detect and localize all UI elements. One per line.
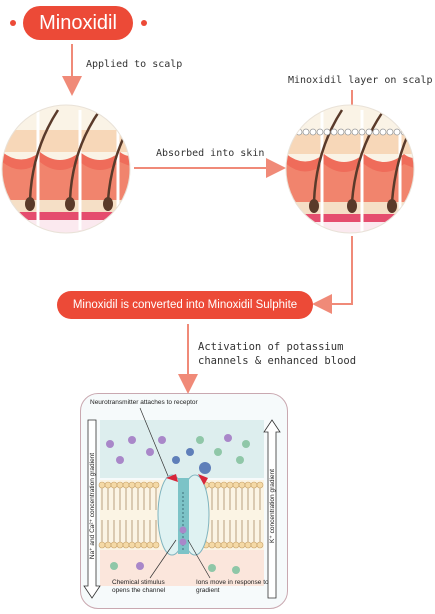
step-applied-label: Applied to scalp [86,59,183,70]
step-layer-label: Minoxidil layer on scalp [288,75,433,86]
conversion-pill: Minoxidil is converted into Minoxidil Su… [57,291,313,319]
neurotransmitter-label: Neurotransmitter attaches to receptor [90,399,198,406]
left-gradient-label: Na⁺ and Ca²⁺ concentration gradient [89,452,96,560]
stimulus-label: Chemical stimulus opens the channel [112,579,166,594]
stimulus-pointer [149,539,177,579]
conversion-text: Minoxidil is converted into Minoxidil Su… [72,299,298,311]
title-pill: Minoxidil [23,6,133,40]
extracellular-ions [106,434,250,474]
activation-label-line2: channels & enhanced blood [198,355,357,367]
left-gradient-arrow [83,419,101,599]
title-right-dot [141,20,147,26]
step-absorbed-label: Absorbed into skin [156,148,265,159]
title-text: Minoxidil [39,11,117,34]
ions-pointer [187,539,211,579]
intracellular-ions [110,526,240,574]
receptor-left [166,474,178,482]
ions-label: Ions move in response to gradient [196,579,269,594]
right-gradient-label: K⁺ concentration gradient [269,469,276,543]
arrow-converted [312,236,353,314]
title-left-dot [10,20,16,26]
extracellular-space [100,420,264,478]
ion-channel [157,474,210,556]
neurotransmitter-pointer [139,407,169,477]
receptor-right [198,474,208,485]
activation-label-line1: Activation of potassium [198,341,344,353]
right-gradient-arrow [263,419,281,599]
